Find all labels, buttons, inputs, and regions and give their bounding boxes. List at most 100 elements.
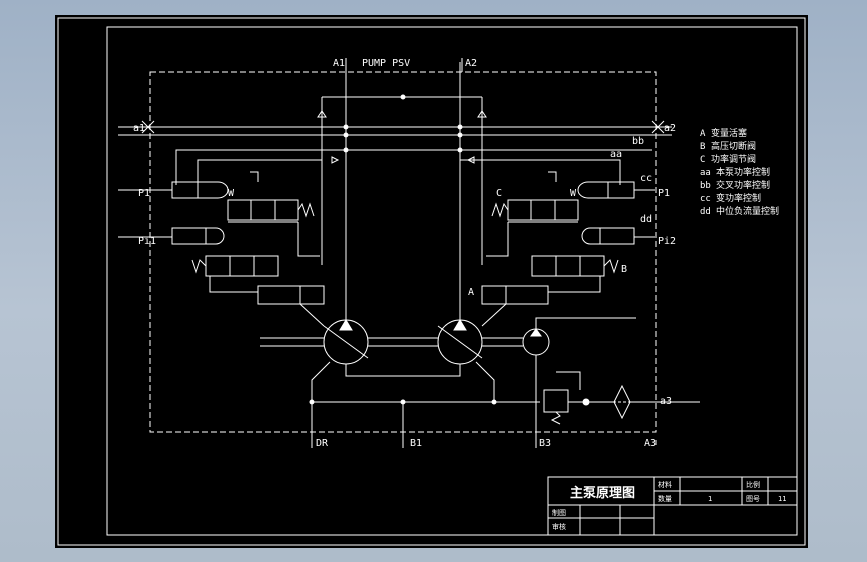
tb-drawing-no-value: 11 [778,495,786,503]
title-block [547,476,798,536]
pipe [481,303,507,327]
legend-key: cc [700,194,711,204]
tb-scale-label: 比例 [746,480,760,489]
pipe [548,276,601,293]
pipe-bb [175,149,652,185]
pipe-aa [197,159,322,190]
drawing-title: 主泵原理图 [570,485,635,501]
pipe [209,276,258,293]
pump-variable-arrow [437,325,483,359]
pump-variable-arrow [323,325,369,359]
pipe [486,222,509,257]
spring [550,411,561,425]
pump-arrow [453,319,467,331]
legend-key: aa [700,168,711,178]
legend-key: dd [700,207,711,217]
drawing-sheet [55,15,808,548]
tank-symbol [250,171,259,182]
legend-text: 高压切断阀 [711,140,756,152]
label-pump-psv: PUMP PSV [362,58,410,69]
legend-text: 变功率控制 [716,192,761,204]
tb-material-label: 材料 [658,480,672,489]
legend-text: 功率调节阀 [711,153,756,165]
tb-qty-label: 数量 [658,494,672,503]
spring [603,259,619,274]
legend-key: bb [700,181,711,191]
junction [457,124,463,130]
label-c-valve: C [496,188,502,199]
label-p1: P1 [138,188,150,199]
tank-symbol [548,171,557,182]
pump-arrow [339,319,353,331]
spring [297,202,315,218]
check-valve [582,398,590,406]
pipe [345,364,461,377]
pipe [535,317,636,329]
cylinder-cap [581,227,600,245]
label-aa: aa [610,149,622,160]
outer-frame [57,17,806,546]
tb-checked-label: 审核 [552,522,566,531]
cylinder-right-mid [599,227,635,245]
pipe-dr [311,361,331,448]
junction [309,399,315,405]
label-a2-port: a2 [664,123,676,134]
cylinder-cap [206,227,225,245]
tb-qty-value: 1 [708,495,712,503]
label-a-piston: A [468,287,474,298]
label-cc: cc [640,173,652,184]
label-pi1: Pi1 [138,236,156,247]
junction [343,147,349,153]
pipe [297,222,320,257]
legend-text: 中位负流量控制 [716,205,779,217]
label-p1-right: P1 [658,188,670,199]
legend: A 变量活塞 B 高压切断阀 C 功率调节阀 aa 本泵功率控制 bb 交叉功率… [700,127,779,217]
check-arrow [466,156,475,164]
legend-key: C [700,155,705,165]
label-a1-port: a1 [133,123,145,134]
label-w-right: W [570,188,577,199]
label-dd: dd [640,214,652,225]
label-b-valve: B [621,264,627,275]
cylinder-cap [198,181,229,199]
label-w-left: W [228,188,235,199]
label-b3: B3 [539,438,551,449]
junction [457,147,463,153]
junction [343,124,349,130]
inner-frame [106,26,798,536]
cross-mark [651,120,665,134]
label-a3: A3 [644,438,656,449]
tb-drawing-no-label: 图号 [746,495,760,503]
legend-text: 本泵功率控制 [716,166,770,178]
pipe-aa [460,159,621,185]
servo-piston-right [481,285,549,305]
label-a1: A1 [333,58,345,69]
pipe [556,371,581,390]
pipe [299,303,325,327]
pipe [475,361,495,400]
cross-mark [141,120,155,134]
servo-piston-left [257,285,325,305]
label-b1: B1 [410,438,422,449]
label-a3-port: a3 [660,396,672,407]
label-dr: DR [316,438,329,449]
label-pi2: Pi2 [658,236,676,247]
junction [343,132,349,138]
pump-arrow [530,328,542,337]
label-bb: bb [632,136,644,147]
junction [400,94,406,100]
spring [191,259,207,274]
tb-drawn-label: 制图 [552,508,566,517]
legend-key: A [700,129,706,139]
legend-key: B [700,142,705,152]
cylinder-left-mid [171,227,207,245]
junction [491,399,497,405]
cylinder-cap [577,181,608,199]
check-arrow [331,156,340,164]
spring [491,202,509,218]
legend-text: 交叉功率控制 [716,179,770,191]
junction [457,132,463,138]
label-a2: A2 [465,58,477,69]
legend-text: 变量活塞 [711,127,747,139]
